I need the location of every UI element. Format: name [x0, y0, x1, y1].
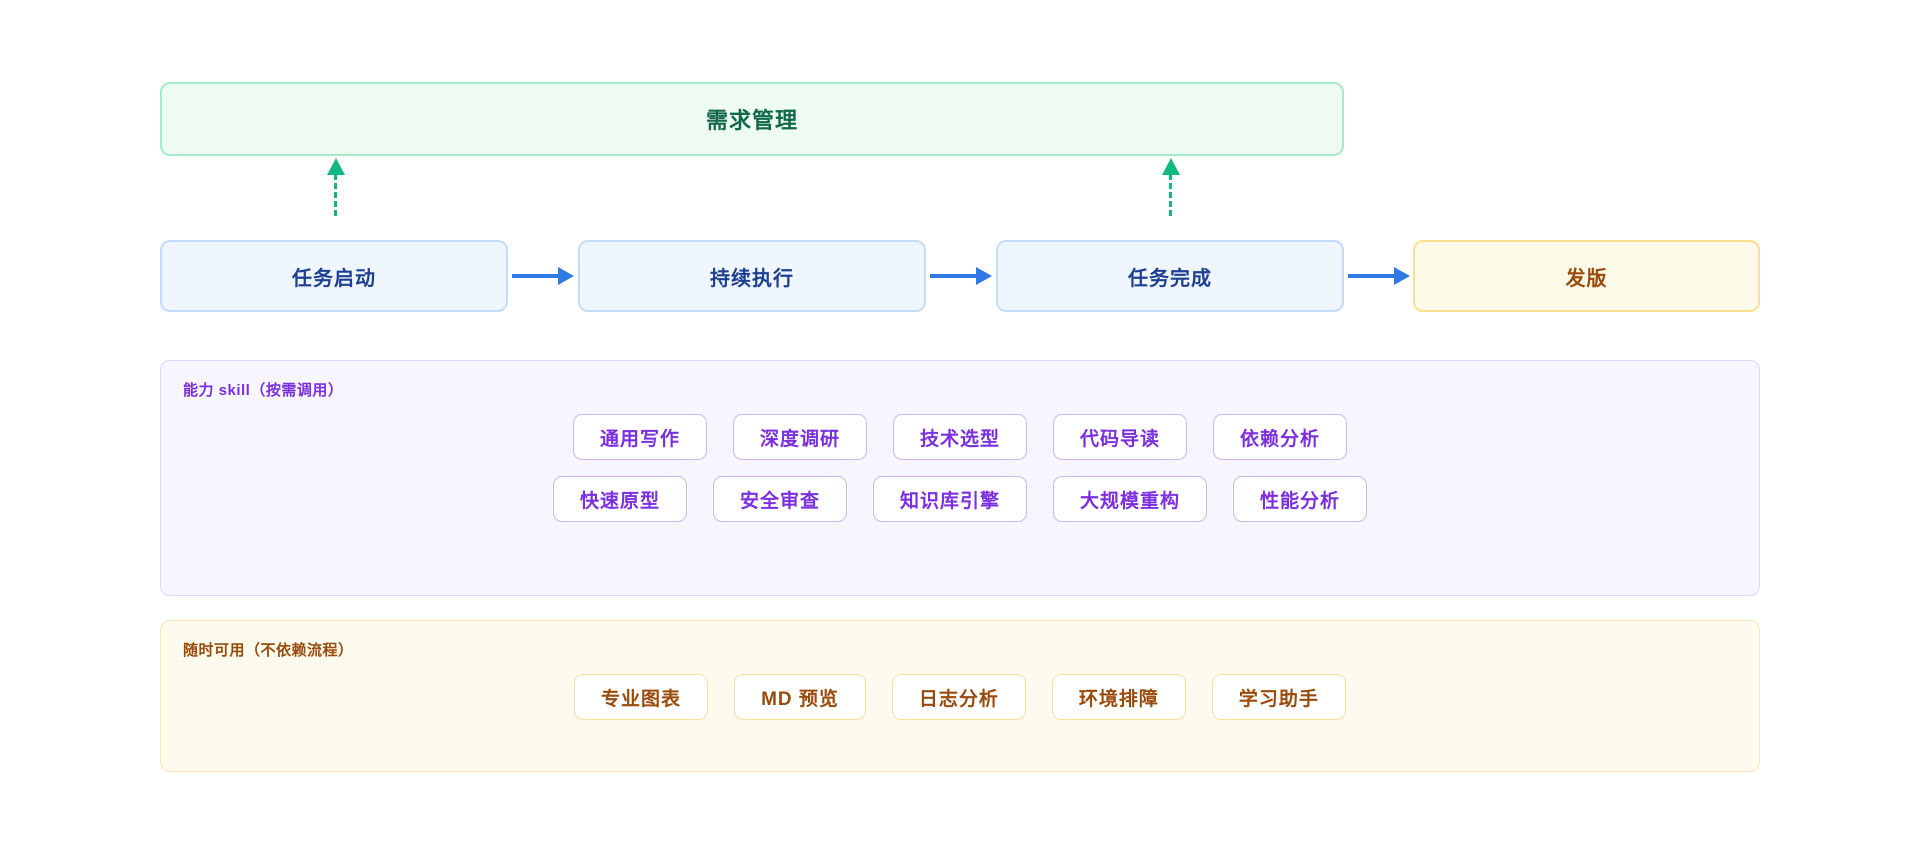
- always-chip-row-1: 专业图表 MD 预览 日志分析 环境排障 学习助手: [574, 674, 1346, 720]
- requirement-management-banner[interactable]: 需求管理: [160, 82, 1344, 156]
- flow-node-label: 任务完成: [1128, 267, 1212, 290]
- flow-node-task-complete[interactable]: 任务完成: [996, 240, 1344, 312]
- skill-chip[interactable]: 依赖分析: [1213, 414, 1348, 460]
- skill-panel: 能力 skill（按需调用） 通用写作 深度调研 技术选型 代码导读 依赖分析 …: [160, 360, 1760, 596]
- flow-node-release[interactable]: 发版: [1413, 240, 1760, 312]
- arrow-shaft: [930, 274, 976, 278]
- dashed-line: [334, 174, 337, 216]
- skill-chip-rows: 通用写作 深度调研 技术选型 代码导读 依赖分析 快速原型 安全审查 知识库引擎…: [183, 414, 1737, 522]
- dashed-line: [1169, 174, 1172, 216]
- arrowhead-right-icon: [558, 267, 574, 285]
- flow-node-label: 发版: [1565, 267, 1608, 290]
- arrowhead-up-icon: [327, 158, 345, 175]
- skill-chip-row-1: 通用写作 深度调研 技术选型 代码导读 依赖分析: [572, 414, 1348, 460]
- always-chip[interactable]: 环境排障: [1051, 674, 1186, 720]
- process-flow-row: 任务启动 持续执行 任务完成 发版: [160, 240, 1760, 312]
- dashed-connector-task-done-to-requirement: [1162, 158, 1180, 216]
- skill-chip[interactable]: 深度调研: [732, 414, 867, 460]
- skill-chip-row-2: 快速原型 安全审查 知识库引擎 大规模重构 性能分析: [552, 476, 1368, 522]
- arrowhead-up-icon: [1162, 158, 1180, 175]
- always-chip[interactable]: 学习助手: [1211, 674, 1346, 720]
- arrow-shaft: [512, 274, 558, 278]
- skill-chip[interactable]: 通用写作: [572, 414, 707, 460]
- skill-chip[interactable]: 技术选型: [892, 414, 1027, 460]
- flow-arrow-3: [1348, 267, 1410, 285]
- always-chip[interactable]: 专业图表: [574, 674, 709, 720]
- flow-node-label: 任务启动: [292, 267, 376, 290]
- dashed-connector-task-start-to-requirement: [327, 158, 345, 216]
- flow-node-task-start[interactable]: 任务启动: [160, 240, 508, 312]
- flow-node-continuous-execution[interactable]: 持续执行: [578, 240, 926, 312]
- skill-chip[interactable]: 快速原型: [552, 476, 687, 522]
- always-available-panel-title: 随时可用（不依赖流程）: [183, 642, 354, 659]
- arrowhead-right-icon: [976, 267, 992, 285]
- always-available-panel: 随时可用（不依赖流程） 专业图表 MD 预览 日志分析 环境排障 学习助手: [160, 620, 1760, 772]
- always-chip[interactable]: 日志分析: [891, 674, 1026, 720]
- skill-panel-title: 能力 skill（按需调用）: [183, 382, 344, 399]
- skill-chip[interactable]: 代码导读: [1053, 414, 1188, 460]
- flow-arrow-2: [930, 267, 992, 285]
- skill-chip[interactable]: 性能分析: [1233, 476, 1368, 522]
- arrow-shaft: [1348, 274, 1394, 278]
- flow-arrow-1: [512, 267, 574, 285]
- skill-chip[interactable]: 安全审查: [712, 476, 847, 522]
- banner-label: 需求管理: [705, 108, 798, 133]
- flow-node-label: 持续执行: [710, 267, 794, 290]
- skill-chip[interactable]: 知识库引擎: [872, 476, 1027, 522]
- skill-chip[interactable]: 大规模重构: [1053, 476, 1208, 522]
- arrowhead-right-icon: [1394, 267, 1410, 285]
- always-chip-rows: 专业图表 MD 预览 日志分析 环境排障 学习助手: [183, 674, 1737, 720]
- always-chip[interactable]: MD 预览: [734, 674, 866, 720]
